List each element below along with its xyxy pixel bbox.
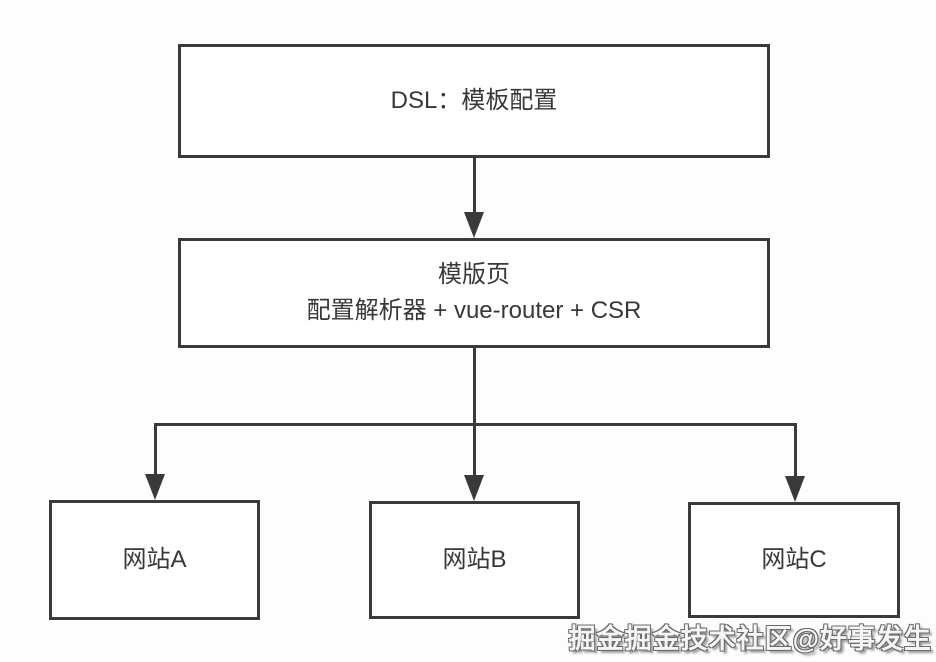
arrowhead-down-icon: [785, 476, 805, 502]
node-dsl-label: DSL：模板配置: [390, 87, 558, 114]
edge-branch-to-site-a: [153, 423, 157, 476]
edge-branch-to-site-b: [472, 423, 476, 477]
node-site-c: 网站C: [688, 502, 900, 618]
node-dsl-config: DSL：模板配置: [178, 44, 770, 158]
edge-dsl-to-template: [472, 158, 476, 216]
node-site-b: 网站B: [369, 501, 580, 619]
arrowhead-down-icon: [464, 212, 484, 238]
node-template-line2: 配置解析器 + vue-router + CSR: [306, 297, 642, 324]
watermark-text: 掘金掘金技术社区@好事发生: [568, 624, 932, 654]
arrowhead-down-icon: [145, 474, 165, 500]
node-site-b-label: 网站B: [442, 546, 507, 573]
arrowhead-down-icon: [464, 475, 484, 501]
node-template-page: 模版页 配置解析器 + vue-router + CSR: [178, 238, 770, 348]
node-template-line1: 模版页: [438, 261, 510, 288]
edge-template-stem: [472, 348, 476, 426]
edge-branch-to-site-c: [793, 423, 797, 478]
node-site-c-label: 网站C: [761, 546, 827, 573]
node-site-a-label: 网站A: [122, 546, 187, 573]
node-site-a: 网站A: [49, 500, 260, 620]
